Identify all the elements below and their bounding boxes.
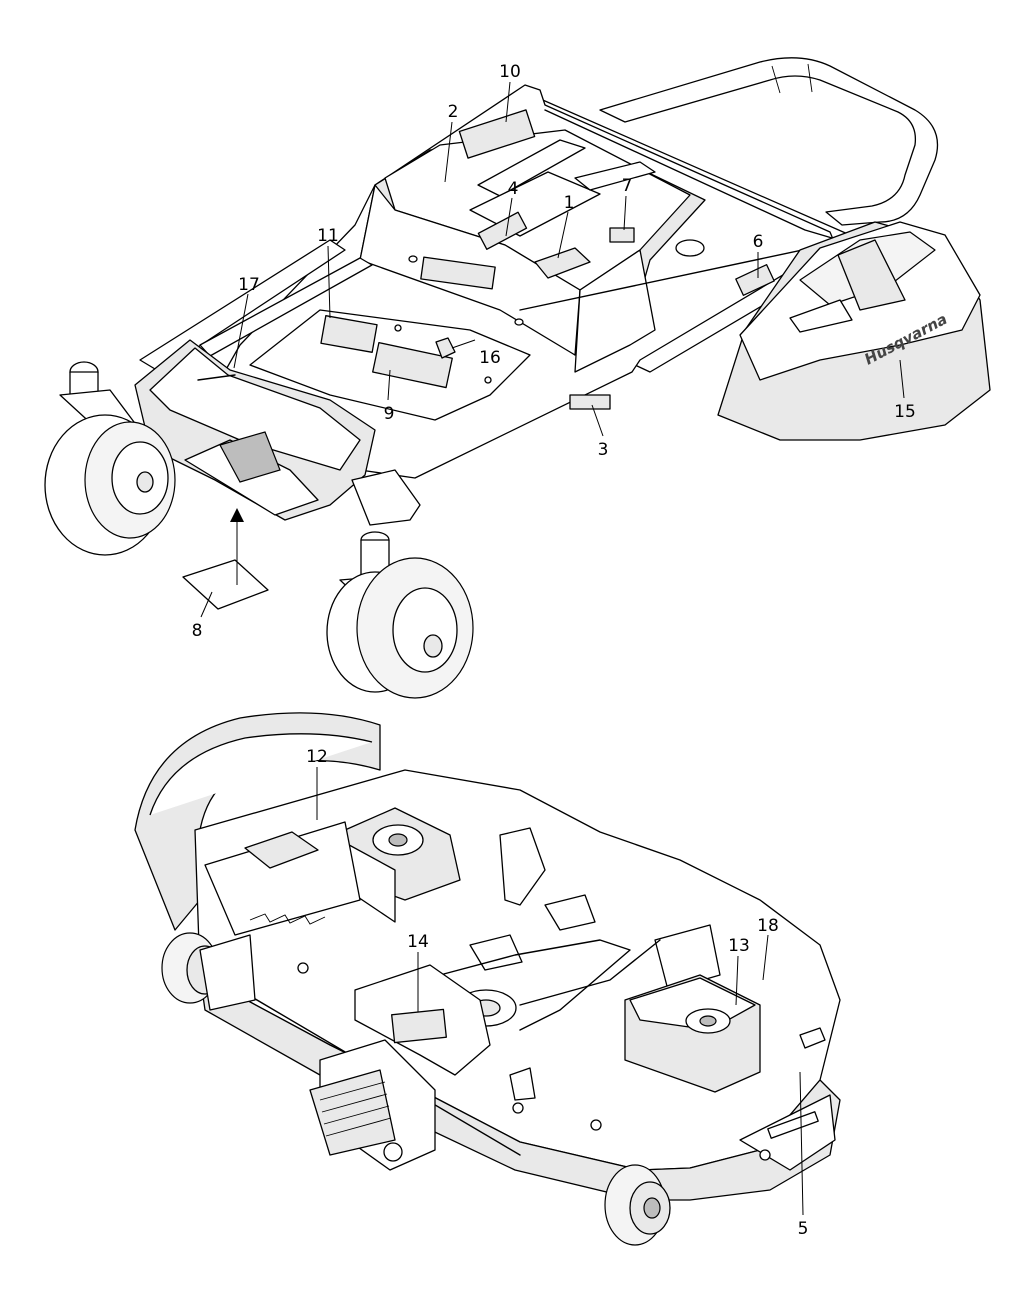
decal-16	[435, 337, 456, 359]
callout-5: 5	[798, 1219, 809, 1239]
decal-10	[458, 109, 536, 159]
decal-12	[244, 831, 319, 869]
callout-17: 17	[238, 275, 260, 295]
callout-leaders	[200, 81, 905, 1216]
decal-4	[477, 211, 528, 250]
decal-6	[735, 264, 775, 296]
mower-frame-assembly: Husqvarna	[44, 57, 991, 699]
right-fender-cover: Husqvarna	[717, 221, 991, 441]
front-decal-panel	[420, 256, 496, 290]
decal-1	[534, 247, 591, 279]
callout-12: 12	[306, 747, 328, 767]
callout-1: 1	[564, 193, 575, 213]
deck-left-wheel	[161, 932, 256, 1011]
callout-3: 3	[598, 440, 609, 460]
callout-9: 9	[384, 404, 395, 424]
callout-4: 4	[508, 179, 519, 199]
callout-13: 13	[728, 936, 750, 956]
seat-pan-side	[574, 249, 656, 373]
decal-14	[391, 1008, 447, 1044]
callout-18: 18	[757, 916, 779, 936]
deck-front-wheel	[604, 1164, 671, 1246]
decal-17	[219, 431, 281, 483]
callout-11: 11	[317, 226, 339, 246]
callout-2: 2	[448, 102, 459, 122]
side-decal-3	[569, 394, 611, 410]
callout-labels: 1 2 3 4 5 6 7 8 9 10 11 12 13 14 15 16 1…	[192, 62, 916, 1239]
frame-rail-left	[139, 239, 346, 373]
callout-14: 14	[407, 932, 429, 952]
loose-decal-8	[182, 559, 269, 610]
cutting-deck-assembly	[134, 712, 841, 1246]
front-right-caster	[326, 469, 474, 699]
callout-7: 7	[622, 176, 633, 196]
front-left-caster	[44, 361, 176, 556]
decal-9	[372, 341, 453, 389]
callout-10: 10	[499, 62, 521, 82]
callout-6: 6	[753, 232, 764, 252]
decal-7	[609, 227, 635, 243]
rear-handle-bar	[599, 57, 939, 226]
callout-16: 16	[479, 348, 501, 368]
callout-15: 15	[894, 402, 916, 422]
front-roller	[309, 1039, 436, 1171]
decal-11	[320, 315, 378, 353]
callout-8: 8	[192, 621, 203, 641]
